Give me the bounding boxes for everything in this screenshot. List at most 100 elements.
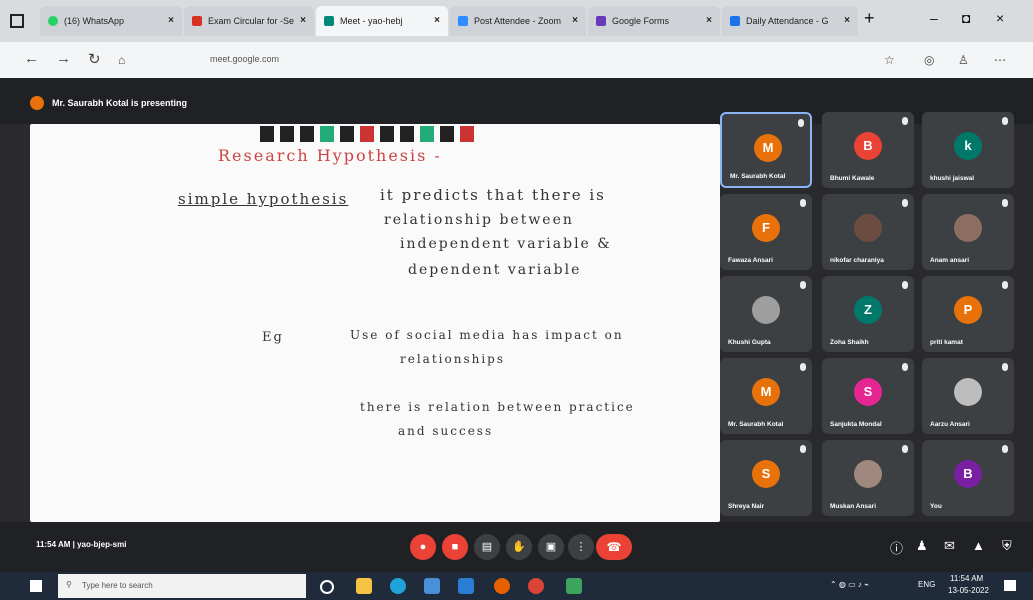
meet-controls-bar: 11:54 AM | yao-bjep-smi ● ■ ▤ ✋ ▣ ⋮ ☎ ⓘ … — [0, 522, 1033, 572]
close-tab-icon[interactable]: × — [844, 15, 850, 26]
participant-name: Sanjukta Mondal — [830, 421, 882, 428]
file-explorer-icon[interactable] — [356, 578, 372, 594]
participant-avatar — [854, 460, 882, 488]
participant-avatar: P — [954, 296, 982, 324]
pen-icon[interactable] — [320, 126, 334, 142]
firefox-icon[interactable] — [494, 578, 510, 594]
participant-name: nikofar charaniya — [830, 257, 884, 264]
edge-icon[interactable] — [390, 578, 406, 594]
participant-name: Shreya Nair — [728, 503, 765, 510]
present-button[interactable]: ▣ — [538, 534, 564, 560]
pen-icon[interactable] — [360, 126, 374, 142]
more-options-button[interactable]: ⋮ — [568, 534, 594, 560]
app-icon[interactable] — [566, 578, 582, 594]
more-icon[interactable]: ⋯ — [994, 53, 1006, 67]
close-tab-icon[interactable]: × — [706, 15, 712, 26]
camera-off-button[interactable]: ■ — [442, 534, 468, 560]
activities-icon[interactable]: ▲ — [972, 538, 985, 553]
taskbar-time[interactable]: 11:54 AM — [950, 574, 984, 583]
host-controls-icon[interactable]: ⛨ — [1002, 538, 1012, 553]
leave-call-button[interactable]: ☎ — [596, 534, 632, 560]
participant-tile[interactable]: Khushi Gupta — [720, 276, 812, 352]
collections-icon[interactable]: ◎ — [924, 53, 935, 67]
participant-avatar: B — [854, 132, 882, 160]
slide-eg: Eg — [262, 330, 284, 345]
tab-exam-circular[interactable]: Exam Circular for -Se× — [184, 6, 314, 36]
mic-muted-icon — [902, 199, 908, 207]
pen-icon[interactable] — [300, 126, 314, 142]
participant-tile[interactable]: nikofar charaniya — [822, 194, 914, 270]
tab-meet[interactable]: Meet - yao-hebj× — [316, 6, 448, 36]
pen-icon[interactable] — [400, 126, 414, 142]
participant-tile[interactable]: Aarzu Ansari — [922, 358, 1014, 434]
start-icon[interactable] — [30, 580, 42, 592]
raise-hand-button[interactable]: ✋ — [506, 534, 532, 560]
participant-name: You — [930, 503, 942, 510]
participant-avatar: Z — [854, 296, 882, 324]
docs-icon — [730, 16, 740, 26]
maximize-button[interactable]: ◘ — [962, 10, 971, 26]
taskbar-date[interactable]: 13-05-2022 — [948, 586, 989, 595]
back-icon[interactable]: ← — [24, 50, 39, 67]
pen-icon[interactable] — [340, 126, 354, 142]
mic-off-button[interactable]: ● — [410, 534, 436, 560]
info-icon[interactable]: ⓘ — [890, 541, 904, 556]
close-window-button[interactable]: × — [996, 10, 1005, 26]
pen-icon[interactable] — [440, 126, 454, 142]
pen-icon[interactable] — [380, 126, 394, 142]
url-field[interactable]: meet.google.com — [210, 54, 280, 64]
tab-whatsapp[interactable]: (16) WhatsApp× — [40, 6, 182, 36]
participant-name: Muskan Ansari — [830, 503, 876, 510]
participant-tile[interactable]: Anam ansari — [922, 194, 1014, 270]
participant-tile[interactable]: Muskan Ansari — [822, 440, 914, 516]
mic-muted-icon — [800, 281, 806, 289]
tray-icons[interactable]: ⌃ ◍ ▭ ♪ ⌁ — [830, 580, 869, 589]
pen-icon[interactable] — [260, 126, 274, 142]
participant-name: priti kamat — [930, 339, 963, 346]
people-icon[interactable]: ♟ — [916, 538, 928, 553]
new-tab-button[interactable]: + — [864, 8, 875, 28]
tab-google-forms[interactable]: Google Forms× — [588, 6, 720, 36]
profile-icon[interactable]: ♙ — [958, 53, 969, 67]
mail-icon[interactable] — [458, 578, 474, 594]
window-icon — [10, 14, 24, 28]
minimize-button[interactable]: – — [930, 10, 938, 26]
home-icon[interactable]: ⌂ — [118, 53, 126, 67]
pen-icon[interactable] — [420, 126, 434, 142]
captions-button[interactable]: ▤ — [474, 534, 500, 560]
close-tab-icon[interactable]: × — [300, 15, 306, 26]
reload-icon[interactable]: ↻ — [88, 51, 101, 68]
participant-name: khushi jaiswal — [930, 175, 975, 182]
forward-icon[interactable]: → — [56, 50, 71, 67]
pen-icon[interactable] — [460, 126, 474, 142]
store-icon[interactable] — [424, 578, 440, 594]
close-tab-icon[interactable]: × — [434, 15, 440, 26]
participant-name: Khushi Gupta — [728, 339, 771, 346]
language-indicator[interactable]: ENG — [918, 580, 936, 589]
notification-icon[interactable] — [1004, 580, 1016, 591]
pen-icon[interactable] — [280, 126, 294, 142]
task-view-icon[interactable] — [320, 580, 334, 594]
favorite-icon[interactable]: ☆ — [884, 53, 895, 67]
tab-daily-attendance[interactable]: Daily Attendance - G× — [722, 6, 858, 36]
whatsapp-icon — [48, 16, 58, 26]
taskbar-search[interactable]: ⚲Type here to search — [58, 574, 306, 598]
tab-zoom[interactable]: Post Attendee - Zoom× — [450, 6, 586, 36]
chrome-icon[interactable] — [528, 578, 544, 594]
mic-muted-icon — [1002, 117, 1008, 125]
participant-tile[interactable]: k khushi jaiswal — [922, 112, 1014, 188]
participant-avatar: F — [752, 214, 780, 242]
participant-avatar: k — [954, 132, 982, 160]
chat-icon[interactable]: ✉ — [944, 538, 955, 553]
close-tab-icon[interactable]: × — [572, 15, 578, 26]
close-tab-icon[interactable]: × — [168, 15, 174, 26]
